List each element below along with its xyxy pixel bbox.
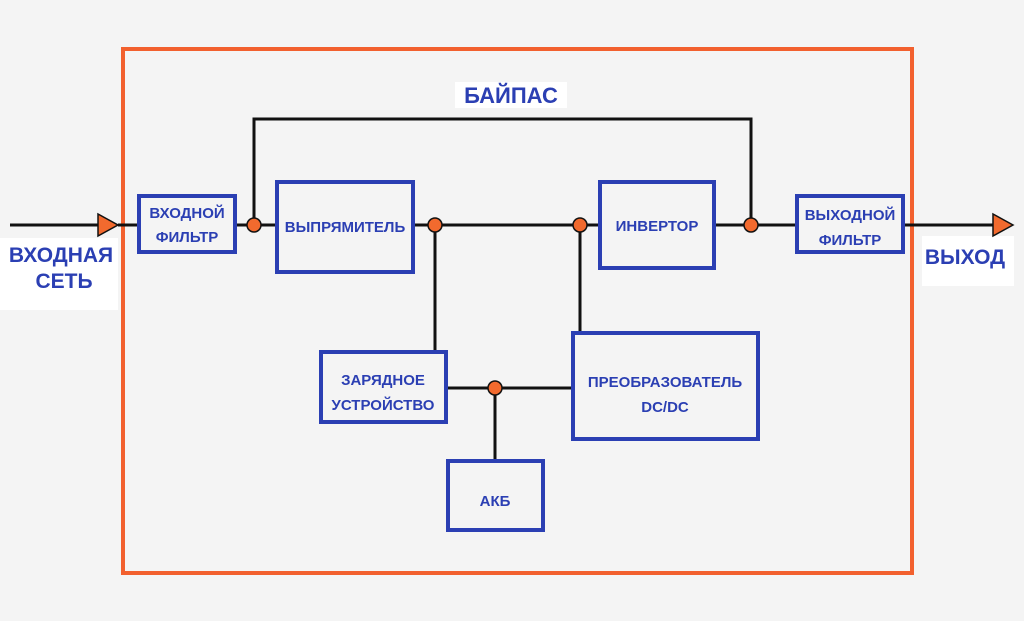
input-filter-block: ВХОДНОЙ ФИЛЬТР [137, 194, 237, 254]
input-net-label-line1: ВХОДНАЯ [9, 244, 113, 267]
rectifier-block: ВЫПРЯМИТЕЛЬ [275, 180, 415, 274]
dcdc-label-line2: DC/DC [641, 399, 689, 416]
battery-label: АКБ [480, 493, 511, 510]
output-filter-block: ВЫХОДНОЙ ФИЛЬТР [795, 194, 905, 254]
junction-node-inverter-in [572, 217, 588, 233]
output-label-background [922, 236, 1014, 286]
output-filter-label-line2: ФИЛЬТР [819, 232, 882, 249]
wires [10, 117, 994, 461]
junction-node-rectifier-out [427, 217, 443, 233]
junction-node-bypass-out [743, 217, 759, 233]
junction-node-battery [487, 380, 503, 396]
charger-label-line1: ЗАРЯДНОЕ [341, 372, 425, 389]
output-arrow-icon [992, 212, 1015, 238]
input-net-label-line2: СЕТЬ [35, 270, 92, 293]
dcdc-converter-block: ПРЕОБРАЗОВАТЕЛЬ DC/DC [571, 331, 760, 441]
input-arrow-icon [97, 212, 120, 238]
junction-node-bypass-in [246, 217, 262, 233]
bypass-line [252, 117, 753, 225]
dcdc-label-line1: ПРЕОБРАЗОВАТЕЛЬ [588, 374, 742, 391]
charger-block: ЗАРЯДНОЕ УСТРОЙСТВО [319, 350, 448, 424]
input-filter-label-line2: ФИЛЬТР [156, 229, 219, 246]
ups-frame [121, 47, 914, 575]
bypass-label-background [455, 82, 567, 108]
junction-nodes [246, 217, 759, 396]
input-filter-label-line1: ВХОДНОЙ [149, 204, 224, 222]
input-label-background [0, 238, 118, 310]
rectifier-label: ВЫПРЯМИТЕЛЬ [285, 219, 406, 236]
charger-label-line2: УСТРОЙСТВО [332, 396, 435, 414]
output-filter-label-line1: ВЫХОДНОЙ [805, 206, 896, 224]
output-label: ВЫХОД [925, 246, 1005, 269]
bypass-label: БАЙПАС [464, 83, 558, 108]
inverter-block: ИНВЕРТОР [598, 180, 716, 270]
battery-block: АКБ [446, 459, 545, 532]
inverter-label: ИНВЕРТОР [616, 218, 699, 235]
